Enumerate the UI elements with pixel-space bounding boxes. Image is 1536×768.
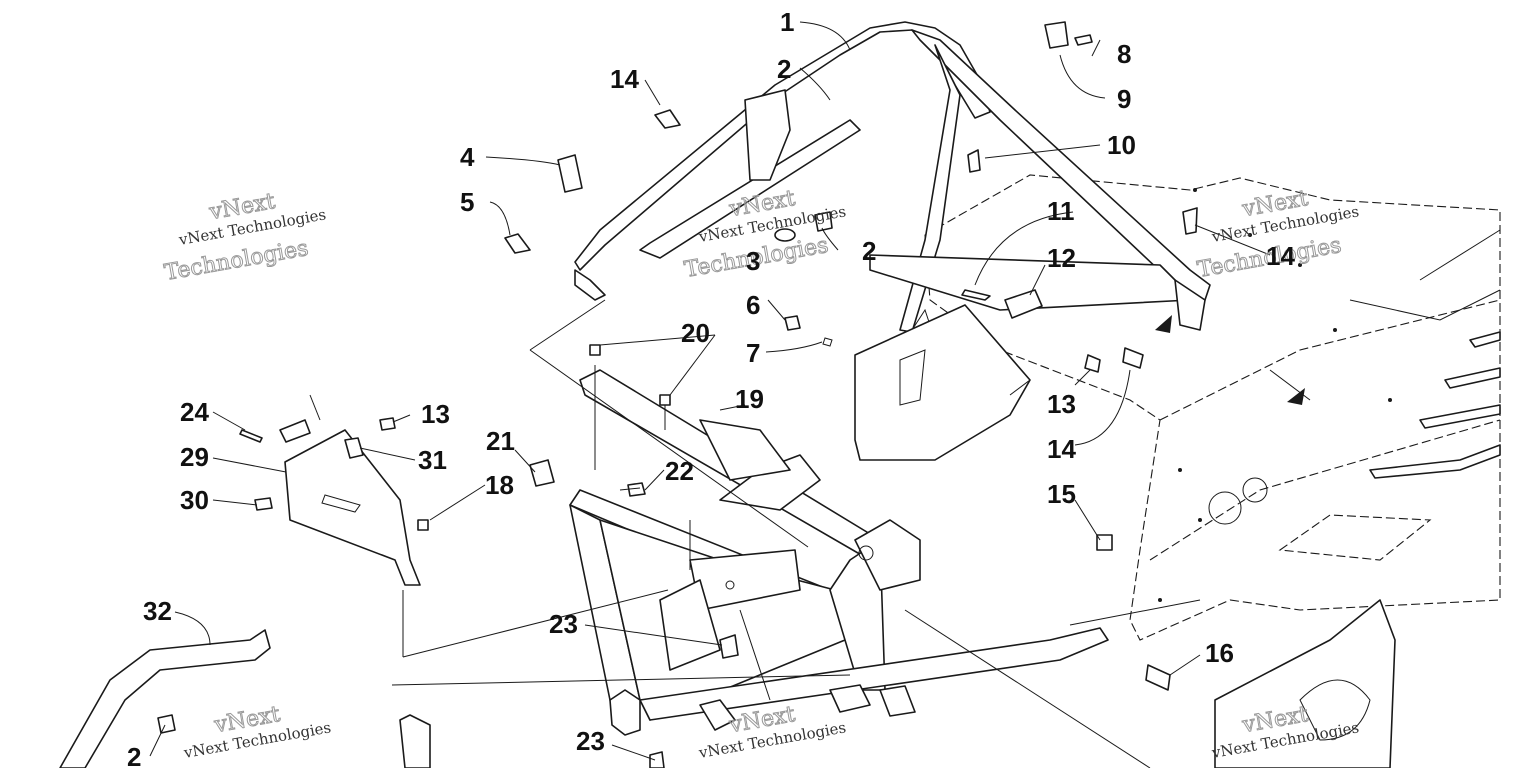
- watermark-left: vNext vNext Technologies Technologies: [162, 189, 327, 287]
- callout-2: 2: [862, 236, 876, 266]
- callout-31: 31: [418, 445, 447, 475]
- front-bumper-tube: [59, 629, 431, 768]
- bolt-part-16: [1145, 664, 1171, 691]
- bolt-part-14-right: [1182, 207, 1198, 235]
- steering-support-hoop: [574, 21, 1211, 333]
- callout-1: 1: [780, 7, 794, 37]
- callout-labels: 1 2 2 2 3 4 5 6 7 8 9 10 11 12 13 13 14 …: [127, 7, 1295, 768]
- watermark-bottom-left: vNext vNext Technologies: [182, 702, 333, 763]
- callout-5: 5: [460, 187, 474, 217]
- clip-part-2: [814, 211, 833, 232]
- callout-13: 13: [421, 399, 450, 429]
- watermark-center: vNext vNext Technologies Technologies: [682, 186, 847, 284]
- bulkhead-frame: [569, 369, 921, 736]
- callout-6: 6: [746, 290, 760, 320]
- callout-16: 16: [1205, 638, 1234, 668]
- steering-post-shield: [854, 304, 1031, 461]
- callout-18: 18: [485, 470, 514, 500]
- nut-plate-part-12: [1004, 289, 1043, 319]
- callout-13: 13: [1047, 389, 1076, 419]
- nut-part-23-lower: [649, 751, 665, 768]
- nut-part-23: [719, 634, 739, 659]
- screw-part-30: [254, 497, 273, 511]
- arrow-icon: [1287, 388, 1305, 405]
- front-crossmember: [639, 627, 1109, 731]
- callout-11: 11: [1047, 196, 1075, 226]
- bracket-part-4: [557, 154, 583, 193]
- bolt-part-14: [654, 109, 681, 129]
- rivet-part-24: [239, 429, 263, 443]
- callout-2: 2: [127, 742, 141, 768]
- pin-part-7: [822, 337, 833, 347]
- nut-part-13: [1084, 354, 1101, 373]
- nut-part-6: [784, 315, 801, 331]
- clip-part-10: [967, 149, 981, 173]
- bolt-part-14-lower: [1122, 347, 1144, 369]
- bolt-part-5: [504, 233, 531, 254]
- callout-14: 14: [610, 64, 639, 94]
- chain-case-housing: [1214, 599, 1396, 768]
- callout-14: 14: [1266, 241, 1295, 271]
- callout-10: 10: [1107, 130, 1136, 160]
- nut-part-15: [1096, 534, 1113, 551]
- nut-part-13-left: [379, 417, 396, 431]
- callout-20: 20: [681, 318, 710, 348]
- clip-part-8-9: [1044, 21, 1069, 49]
- bushing-part-21: [529, 459, 555, 487]
- callout-15: 15: [1047, 479, 1076, 509]
- assembly-lines: [391, 299, 1201, 768]
- callout-24: 24: [180, 397, 209, 427]
- chassis-tunnel-panel: [924, 174, 1501, 641]
- callout-7: 7: [746, 338, 760, 368]
- callout-8: 8: [1117, 39, 1131, 69]
- callout-14: 14: [1047, 434, 1076, 464]
- callout-30: 30: [180, 485, 209, 515]
- bolt-part-22: [627, 482, 646, 497]
- callout-12: 12: [1047, 243, 1076, 273]
- callout-2: 2: [777, 54, 791, 84]
- bolt-part-11: [961, 289, 991, 301]
- hardware-fasteners: [157, 21, 1198, 768]
- callout-29: 29: [180, 442, 209, 472]
- plug-part-20a: [589, 344, 601, 356]
- screw-part-18: [417, 519, 429, 531]
- arrow-markers: [1155, 315, 1311, 405]
- callout-3: 3: [746, 246, 760, 276]
- callout-23: 23: [549, 609, 578, 639]
- arrow-icon: [1155, 315, 1172, 333]
- plug-part-20b: [659, 394, 671, 406]
- callout-4: 4: [460, 142, 475, 172]
- leader-lines: [149, 21, 1271, 761]
- callout-22: 22: [665, 456, 694, 486]
- callout-9: 9: [1117, 84, 1131, 114]
- callout-21: 21: [486, 426, 515, 456]
- callout-23: 23: [576, 726, 605, 756]
- side-panel-plate: [279, 394, 421, 586]
- callout-19: 19: [735, 384, 764, 414]
- callout-32: 32: [143, 596, 172, 626]
- clip-part-2-lower: [157, 714, 176, 734]
- washer-part-3: [774, 228, 796, 242]
